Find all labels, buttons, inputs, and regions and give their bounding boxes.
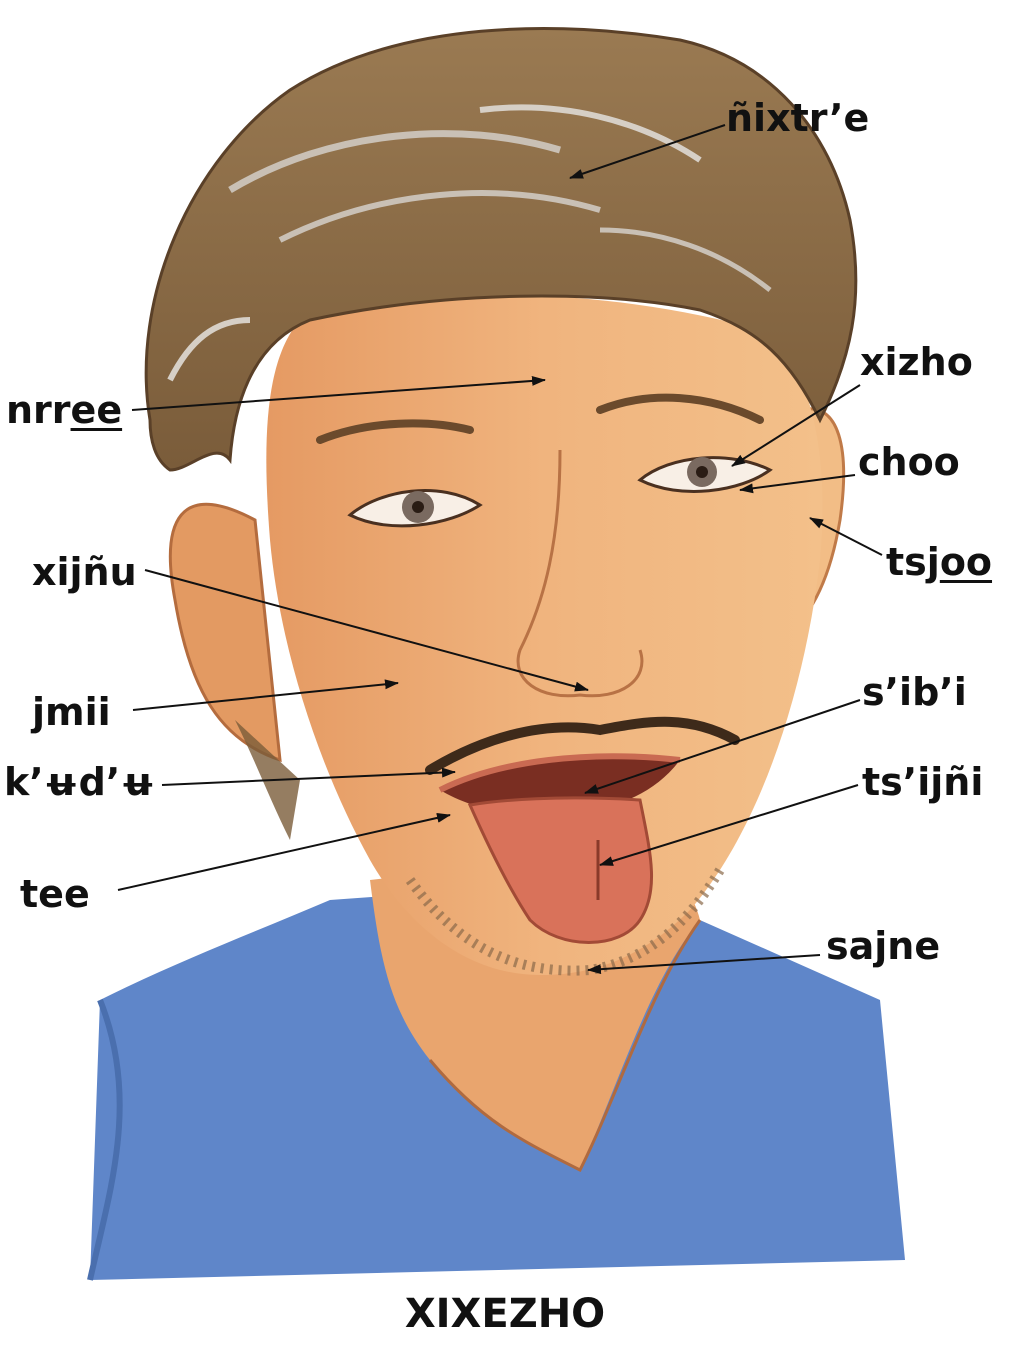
label-nose: xijñu bbox=[32, 550, 137, 594]
label-forehead: nrree bbox=[6, 388, 122, 432]
label-eye: choo bbox=[858, 440, 960, 484]
label-palate: s’ib’i bbox=[862, 670, 967, 714]
label-eyelash: xizho bbox=[860, 340, 973, 384]
label-tongue: ts’ijñi bbox=[862, 760, 983, 804]
label-teeth: tee bbox=[20, 872, 90, 916]
left-ear bbox=[170, 504, 280, 760]
label-hair: ñixtr’e bbox=[726, 96, 869, 140]
label-cheek: jmii bbox=[32, 690, 111, 734]
label-ear: tsjoo bbox=[886, 540, 992, 584]
label-beard: sajne bbox=[826, 924, 940, 968]
diagram-caption: XIXEZHO bbox=[0, 1290, 1010, 1338]
label-moustache: k’ʉd’ʉ bbox=[4, 760, 155, 804]
